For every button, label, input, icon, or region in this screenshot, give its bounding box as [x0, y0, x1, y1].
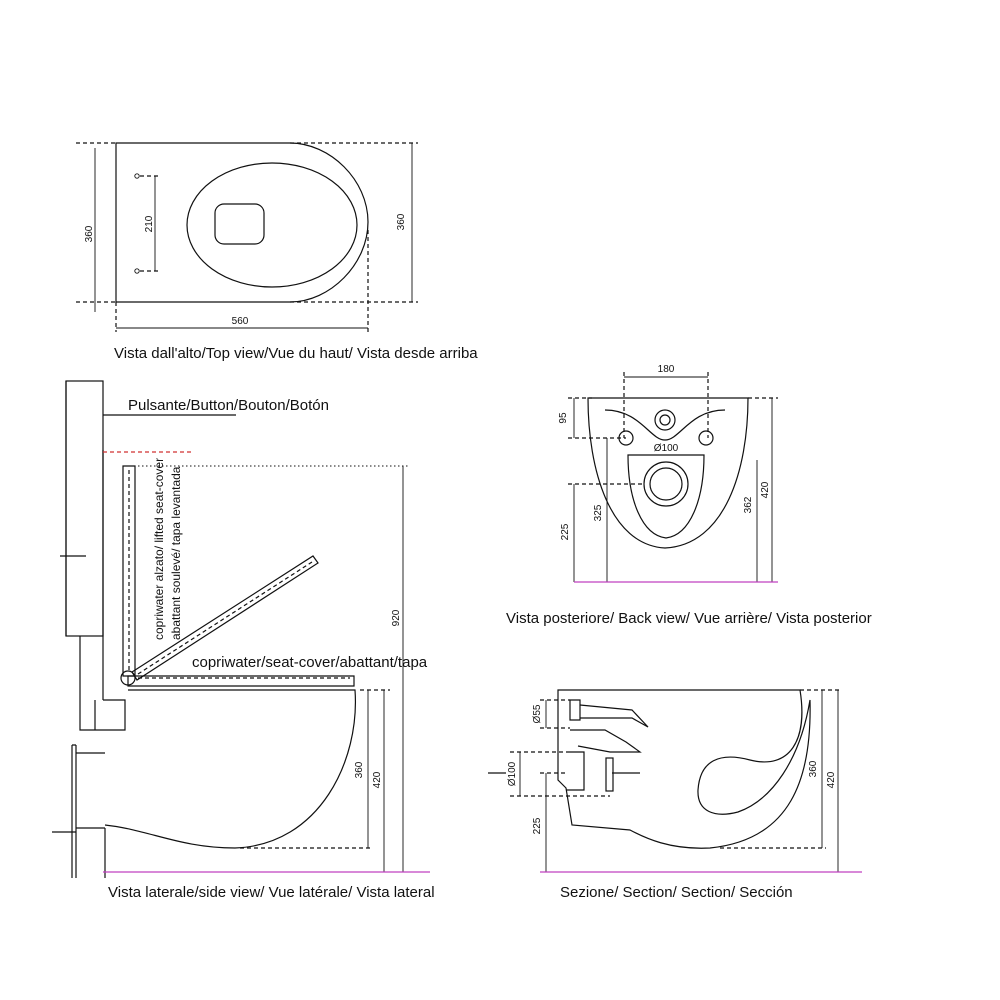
side-view: 920 360 420 Pulsante/Button/Bouton/Botón…	[52, 380, 435, 901]
caption-back-view: Vista posteriore/ Back view/ Vue arrière…	[506, 610, 872, 627]
dim-top-left-360: 360	[84, 225, 95, 242]
label-lifted-seat-1: copriwater alzato/ lifted seat-cover	[152, 458, 166, 640]
section-view: Ø55 Ø100 225 360 420 Sezione/ Section/ S…	[488, 689, 862, 901]
dim-top-length-560: 560	[232, 316, 249, 327]
label-lifted-seat-2: abattant soulevé/ tapa levantada	[169, 466, 183, 640]
dim-section-55: Ø55	[532, 704, 543, 723]
dim-top-holes-210: 210	[144, 215, 155, 232]
dim-section-225: 225	[532, 817, 543, 834]
top-view: 360 210 360 560 Vista dall'alto/Top view…	[76, 142, 478, 362]
caption-side-view: Vista laterale/side view/ Vue latérale/ …	[108, 884, 435, 901]
label-button: Pulsante/Button/Bouton/Botón	[128, 397, 329, 414]
label-seat-cover: copriwater/seat-cover/abattant/tapa	[192, 654, 428, 671]
caption-section: Sezione/ Section/ Section/ Sección	[560, 884, 793, 901]
dim-back-420: 420	[760, 481, 771, 498]
dim-back-180: 180	[658, 364, 675, 375]
dim-back-325: 325	[593, 504, 604, 521]
dim-back-362: 362	[743, 496, 754, 513]
dim-back-pipe: Ø100	[654, 443, 679, 454]
dim-section-420: 420	[826, 771, 837, 788]
dim-top-right-360: 360	[396, 213, 407, 230]
dim-side-360: 360	[354, 761, 365, 778]
dim-side-420: 420	[372, 771, 383, 788]
back-view: 180 95 Ø100 225 325 362 420 Vista poster…	[506, 364, 872, 627]
caption-top-view: Vista dall'alto/Top view/Vue du haut/ Vi…	[114, 345, 478, 362]
dim-section-100: Ø100	[507, 761, 518, 786]
dim-back-95: 95	[558, 412, 569, 424]
dim-side-920: 920	[391, 609, 402, 626]
dim-back-225: 225	[560, 523, 571, 540]
dim-section-360: 360	[808, 760, 819, 777]
